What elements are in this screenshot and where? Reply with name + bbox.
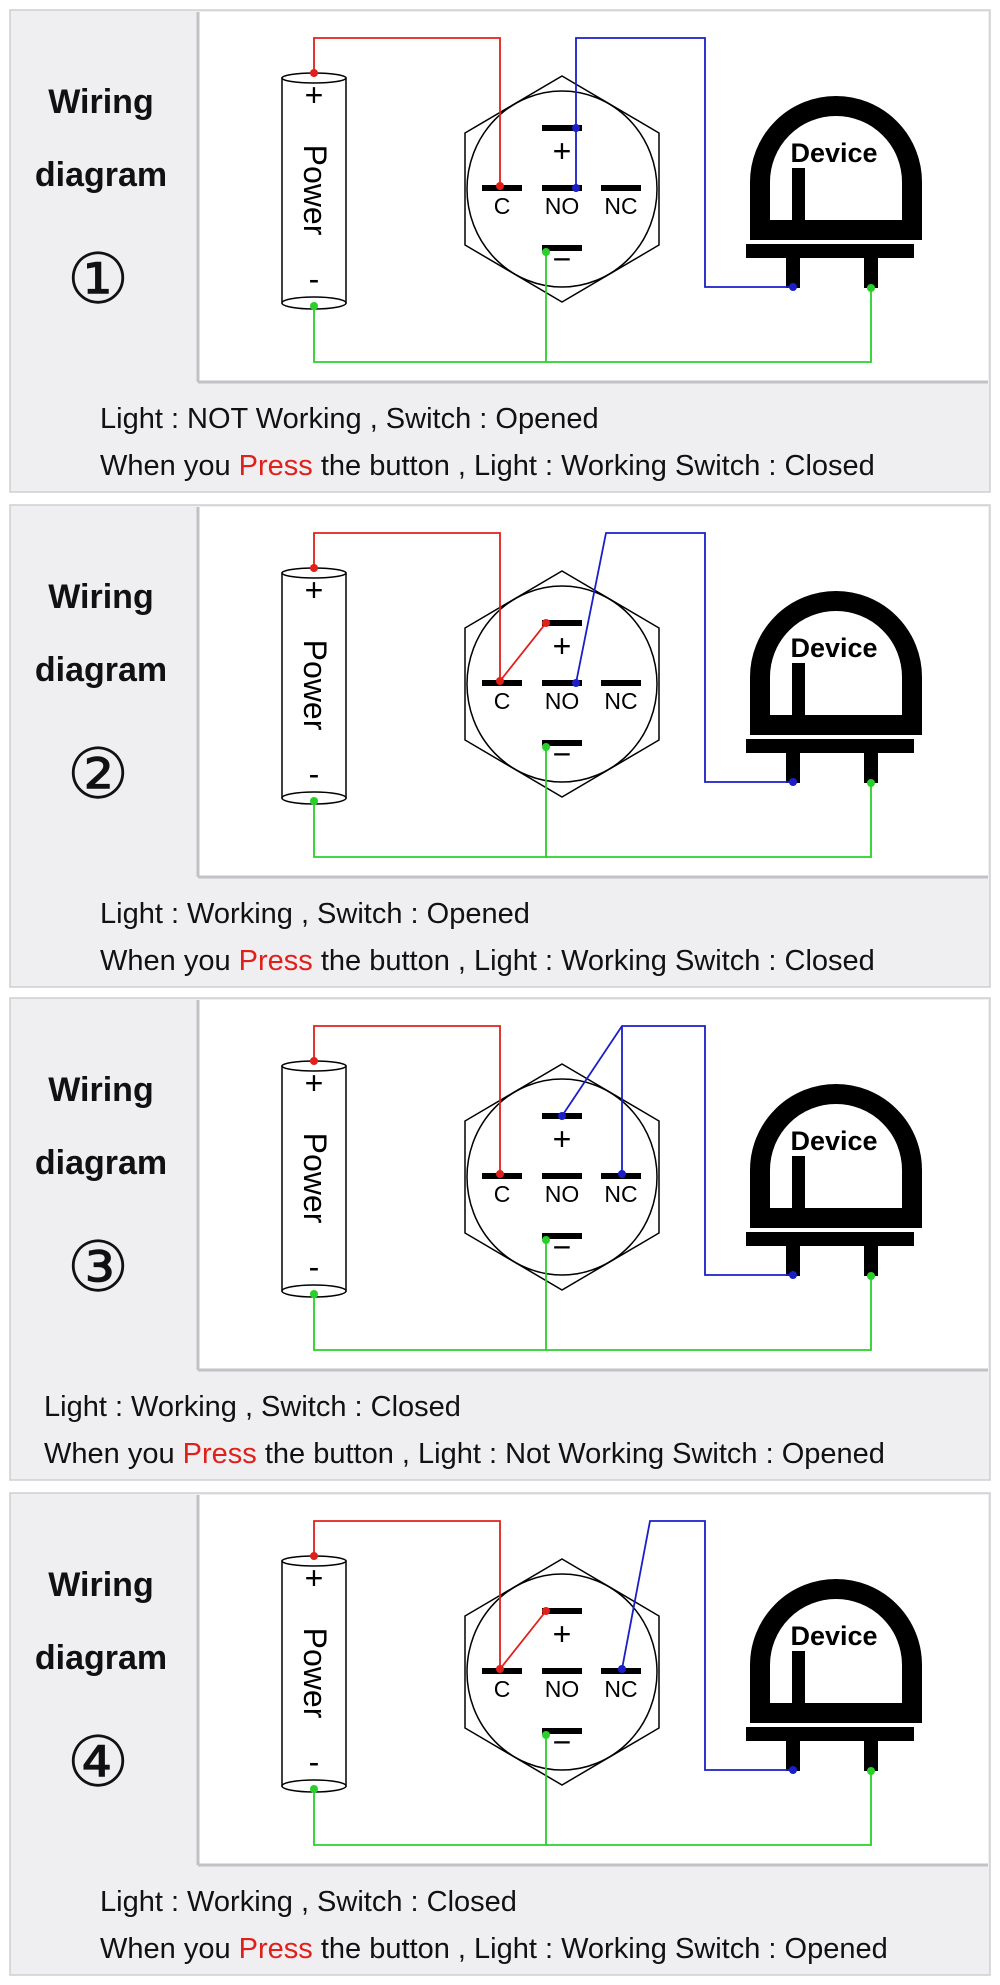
terminal-no-label: NO	[545, 193, 580, 219]
wiring-panel-3: Wiring diagram ③ Power + - + − C NO NC D…	[10, 998, 990, 1480]
switch-plus-label: +	[553, 628, 572, 664]
device-label: Device	[790, 1126, 877, 1156]
power-label: Power	[297, 1628, 333, 1719]
caption-before: When you	[44, 1438, 183, 1470]
panel-title-line2: diagram	[35, 651, 167, 689]
battery-minus-label: -	[309, 756, 320, 792]
power-label: Power	[297, 1133, 333, 1224]
press-highlight: Press	[239, 945, 313, 977]
terminal-c-label: C	[494, 688, 511, 714]
caption-line1: Light : NOT Working , Switch : Opened	[100, 403, 599, 435]
press-highlight: Press	[239, 1933, 313, 1965]
wire-junctions	[310, 1057, 875, 1298]
panel-title-line1: Wiring	[48, 578, 153, 616]
wiring-panel-4: Wiring diagram ④ Power + - + − C NO NC D…	[10, 1493, 990, 1975]
caption-before: When you	[100, 1933, 239, 1965]
caption-after: the button , Light : Not Working Switch …	[257, 1438, 885, 1470]
switch-minus-label: −	[553, 1724, 572, 1760]
caption-after: the button , Light : Working Switch : Op…	[313, 1933, 888, 1965]
device-label: Device	[790, 633, 877, 663]
caption-line1: Light : Working , Switch : Opened	[100, 898, 530, 930]
caption-line2: When you Press the button , Light : Not …	[44, 1438, 885, 1470]
terminal-no-label: NO	[545, 1676, 580, 1702]
battery-plus-label: +	[305, 1065, 324, 1101]
wires	[313, 1025, 872, 1351]
battery-minus-label: -	[309, 261, 320, 297]
terminal-nc-label: NC	[604, 688, 637, 714]
battery-minus-label: -	[309, 1744, 320, 1780]
panel-title-line2: diagram	[35, 1144, 167, 1182]
panel-number: ①	[67, 238, 130, 320]
wiring-panel-1: Wiring diagram ① Power + - + − C NO NC D…	[10, 10, 990, 492]
power-label: Power	[297, 145, 333, 236]
device-label: Device	[790, 1621, 877, 1651]
press-highlight: Press	[183, 1438, 257, 1470]
caption-line1: Light : Working , Switch : Closed	[100, 1886, 517, 1918]
caption-before: When you	[100, 945, 239, 977]
switch-plus-label: +	[553, 133, 572, 169]
panel-title-line2: diagram	[35, 156, 167, 194]
switch-minus-label: −	[553, 241, 572, 277]
panel-number: ③	[67, 1226, 130, 1308]
panel-title-line1: Wiring	[48, 1566, 153, 1604]
switch-plus-label: +	[553, 1616, 572, 1652]
switch-plus-label: +	[553, 1121, 572, 1157]
terminal-nc-label: NC	[604, 1181, 637, 1207]
wires	[313, 532, 872, 858]
terminal-nc-label: NC	[604, 1676, 637, 1702]
caption-line1: Light : Working , Switch : Closed	[44, 1391, 461, 1423]
panel-number: ②	[67, 733, 130, 815]
wire-junctions	[310, 564, 875, 805]
terminal-no-label: NO	[545, 1181, 580, 1207]
panel-number: ④	[67, 1721, 130, 1803]
terminal-c-label: C	[494, 1676, 511, 1702]
terminal-nc-label: NC	[604, 193, 637, 219]
caption-before: When you	[100, 450, 239, 482]
panel-title-line2: diagram	[35, 1639, 167, 1677]
caption-line2: When you Press the button , Light : Work…	[100, 945, 875, 977]
battery-minus-label: -	[309, 1249, 320, 1285]
battery-plus-label: +	[305, 1560, 324, 1596]
wire-junctions	[310, 69, 875, 310]
switch-minus-label: −	[553, 736, 572, 772]
wiring-panel-2: Wiring diagram ② Power + - + − C NO NC D…	[10, 505, 990, 987]
battery-plus-label: +	[305, 77, 324, 113]
panel-title-line1: Wiring	[48, 83, 153, 121]
battery-plus-label: +	[305, 572, 324, 608]
wires	[313, 37, 872, 363]
device-label: Device	[790, 138, 877, 168]
switch-minus-label: −	[553, 1229, 572, 1265]
caption-after: the button , Light : Working Switch : Cl…	[313, 450, 875, 482]
wire-junctions	[310, 1552, 875, 1793]
panel-title-line1: Wiring	[48, 1071, 153, 1109]
caption-after: the button , Light : Working Switch : Cl…	[313, 945, 875, 977]
power-label: Power	[297, 640, 333, 731]
caption-line2: When you Press the button , Light : Work…	[100, 450, 875, 482]
terminal-c-label: C	[494, 1181, 511, 1207]
press-highlight: Press	[239, 450, 313, 482]
wires	[313, 1520, 872, 1846]
terminal-c-label: C	[494, 193, 511, 219]
caption-line2: When you Press the button , Light : Work…	[100, 1933, 888, 1965]
terminal-no-label: NO	[545, 688, 580, 714]
